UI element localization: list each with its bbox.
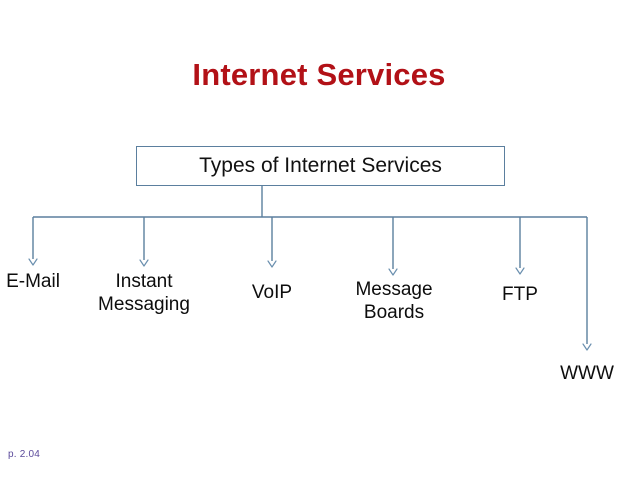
- page-reference-marker: p. 2.04: [8, 449, 40, 460]
- leaf-label-www: WWW: [560, 363, 614, 384]
- leaf-line-message: Message: [355, 279, 433, 300]
- arrowhead-im: [139, 259, 149, 267]
- arrowhead-email: [28, 258, 38, 266]
- arrowhead-ftp: [515, 267, 525, 275]
- arrowhead-voip: [267, 260, 277, 268]
- leaf-label-email: E-Mail: [6, 271, 60, 292]
- root-node-label: Types of Internet Services: [199, 154, 442, 177]
- leaf-line-instant: Instant: [115, 271, 173, 292]
- leaf-label-voip: VoIP: [251, 282, 293, 303]
- arrowhead-www: [582, 343, 592, 351]
- leaf-label-ftp: FTP: [502, 284, 538, 305]
- leaf-line-boards: Boards: [363, 302, 425, 323]
- root-node-box: Types of Internet Services: [136, 146, 505, 186]
- page-title: Internet Services: [192, 57, 446, 92]
- leaf-line-messaging: Messaging: [98, 294, 190, 315]
- arrowhead-boards: [388, 268, 398, 276]
